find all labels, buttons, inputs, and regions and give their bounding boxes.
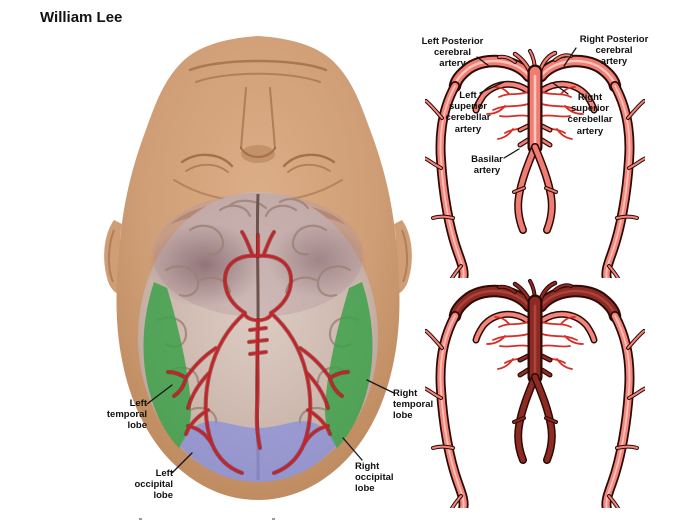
label-right-superior-cerebellar-artery: Right superior cerebellar artery [567, 92, 613, 137]
label-right-temporal-lobe: Right temporal lobe [393, 388, 434, 422]
brain-dark-patch-left [147, 223, 263, 307]
label-left-posterior-cerebral-artery: Left Posterior cerebral artery [421, 36, 484, 70]
temporal-lobe-left-highlight [143, 282, 191, 448]
face-features [173, 59, 343, 203]
label-left-occipital-lobe: Left occipital lobe [134, 468, 173, 502]
vertebrobasilar-diagram-occluded [425, 278, 645, 508]
label-left-temporal-lobe: Left temporal lobe [106, 398, 147, 432]
temporal-lobe-right-highlight [325, 282, 373, 448]
label-right-occipital-lobe: Right occipital lobe [355, 461, 394, 495]
nose-shading [241, 145, 275, 163]
cropped-text-mark [139, 518, 142, 520]
cropped-text-mark [272, 518, 275, 520]
head-superior-view-figure [104, 36, 412, 500]
page-title: William Lee [40, 9, 123, 26]
label-left-superior-cerebellar-artery: Left superior cerebellar artery [445, 90, 491, 135]
label-basilar-artery: Basilar artery [471, 154, 503, 177]
gyri [156, 198, 360, 426]
occipital-lobe-highlight [180, 421, 336, 482]
label-right-posterior-cerebral-artery: Right Posterior cerebral artery [579, 34, 649, 68]
